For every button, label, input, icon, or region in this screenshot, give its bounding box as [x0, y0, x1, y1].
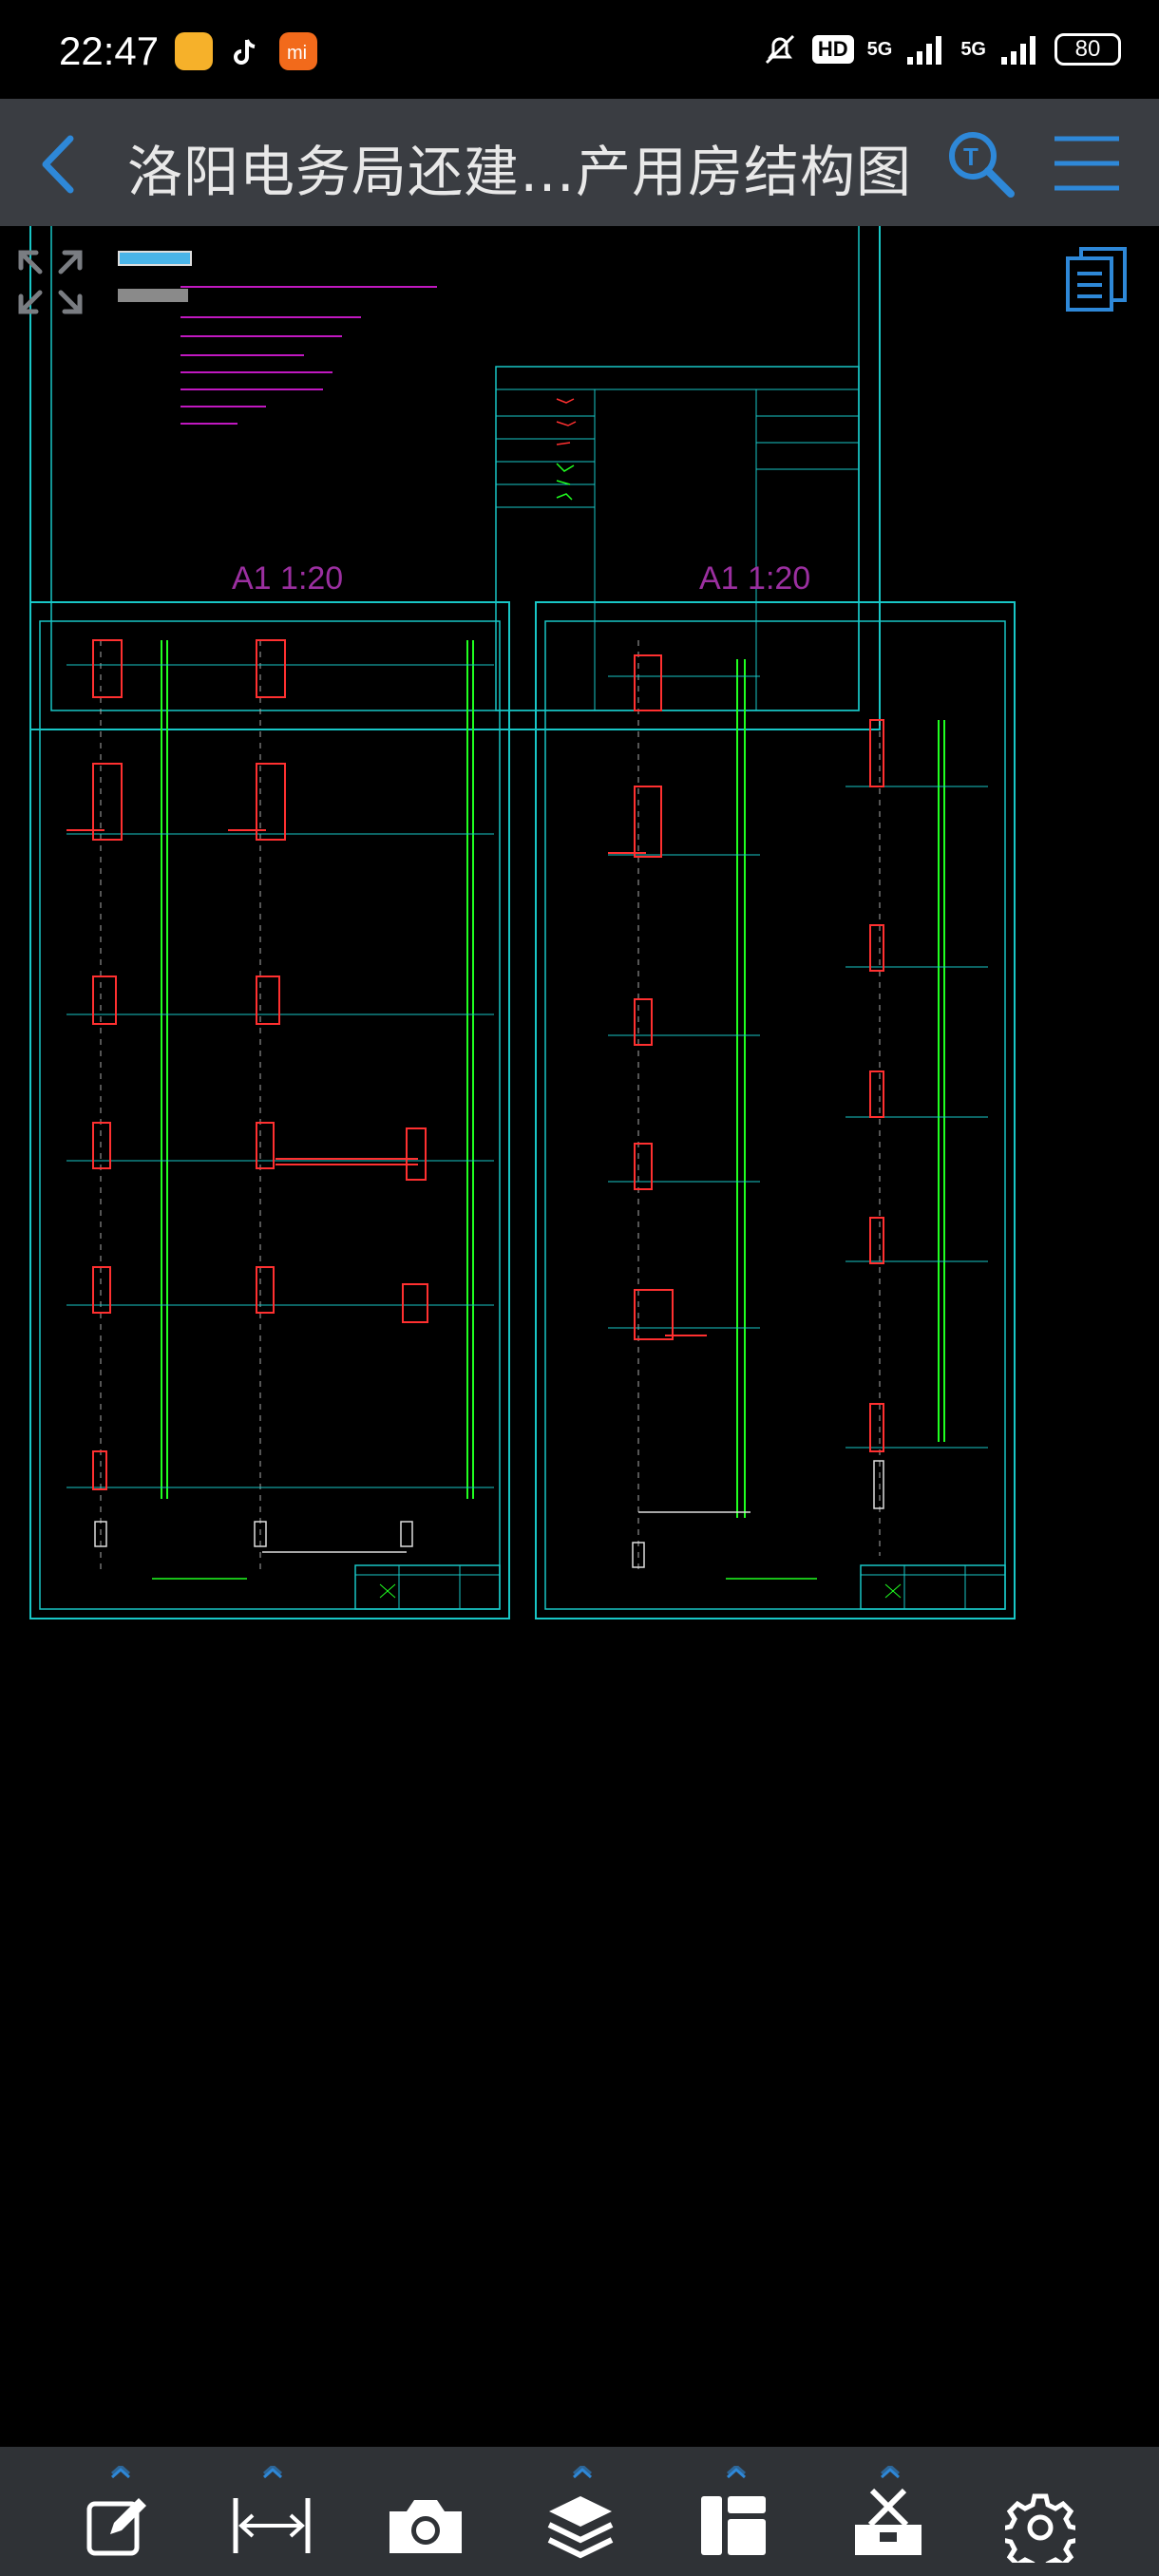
layout-tool-button[interactable] [692, 2466, 777, 2561]
chevron-left-icon[interactable] [34, 131, 82, 198]
layers-tool-button[interactable] [538, 2466, 623, 2561]
sheets-list-icon[interactable] [1064, 245, 1130, 313]
status-bar: 22:47 mi HD 5G 5G 80 [0, 0, 1159, 99]
signal-icon-2 [1001, 36, 1036, 65]
expand-caret-icon [881, 2466, 900, 2479]
settings-icon [1005, 2493, 1075, 2563]
document-title: 洛阳电务局还建…产用房结构图 [127, 140, 913, 204]
signal-icon [907, 36, 942, 65]
expand-caret-icon [727, 2466, 746, 2479]
toolbox-icon [855, 2488, 922, 2555]
notes-app-icon [175, 32, 213, 70]
floating-tools [0, 228, 1159, 323]
bell-mute-icon [765, 34, 794, 65]
toggle-bar-active[interactable] [118, 251, 192, 266]
expand-caret-icon [263, 2466, 282, 2479]
camera-tool-button[interactable] [382, 2466, 467, 2561]
measure-icon [233, 2498, 311, 2553]
toggle-bar-inactive[interactable] [118, 289, 188, 302]
status-time: 22:47 [59, 28, 160, 73]
status-icons: HD 5G 5G 80 [761, 28, 1121, 70]
svg-text:mi: mi [287, 43, 307, 64]
edit-icon [86, 2498, 146, 2556]
expand-arrows-icon[interactable] [17, 249, 84, 315]
toolbox-tool-button[interactable] [846, 2466, 931, 2561]
tiktok-app-icon [226, 32, 264, 70]
search-icon[interactable]: T [944, 127, 1016, 199]
network-5g-2: 5G [960, 38, 986, 60]
measure-tool-button[interactable] [228, 2466, 314, 2561]
title-bar: 洛阳电务局还建…产用房结构图 T [0, 99, 1159, 226]
network-5g-1: 5G [866, 38, 893, 60]
scale-label-right: A1 1:20 [699, 560, 810, 597]
svg-text:T: T [963, 142, 978, 171]
edit-tool-button[interactable] [76, 2466, 162, 2561]
expand-caret-icon [111, 2466, 130, 2479]
settings-tool-button[interactable] [999, 2466, 1085, 2563]
scale-label-left: A1 1:20 [232, 560, 343, 597]
camera-icon [390, 2500, 462, 2553]
layout-icon [701, 2496, 766, 2555]
mi-app-icon: mi [279, 32, 317, 70]
hamburger-menu-icon[interactable] [1051, 133, 1123, 194]
layers-icon [547, 2496, 614, 2559]
left-sheet [29, 601, 510, 1619]
drawing-canvas[interactable]: A1 1:20 A1 1:20 [0, 206, 1159, 2447]
right-sheet [535, 601, 1016, 1619]
expand-caret-icon [573, 2466, 592, 2479]
hd-badge: HD [811, 35, 854, 64]
battery-indicator: 80 [1054, 33, 1121, 66]
cad-drawing: A1 1:20 A1 1:20 [29, 206, 1016, 1619]
bottom-toolbar [0, 2447, 1159, 2576]
